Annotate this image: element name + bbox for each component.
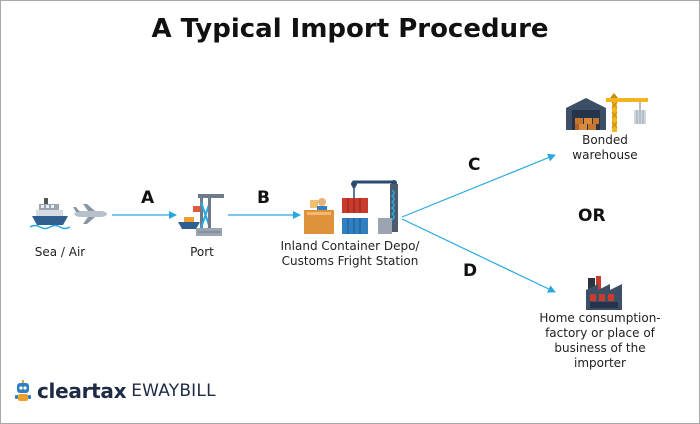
label-icd-line1: Inland Container Depo/ bbox=[280, 239, 420, 253]
factory-icon bbox=[586, 276, 622, 310]
label-bonded-warehouse: Bonded warehouse bbox=[560, 133, 650, 163]
robot-mascot-icon bbox=[15, 380, 31, 401]
brand-logo: cleartax EWAYBILL bbox=[14, 378, 216, 404]
warehouse-icon bbox=[566, 98, 606, 130]
label-sea-air: Sea / Air bbox=[34, 245, 86, 259]
step-letter-c: C bbox=[468, 155, 481, 175]
step-letter-a: A bbox=[141, 188, 155, 208]
label-home-consumption: Home consumption- factory or place of bu… bbox=[530, 311, 670, 371]
crane-icon bbox=[606, 93, 648, 132]
step-letter-d: D bbox=[463, 261, 478, 281]
label-bonded-line2: warehouse bbox=[572, 148, 638, 162]
container-depot-icon bbox=[304, 180, 398, 234]
label-port: Port bbox=[190, 245, 214, 259]
label-icd-line2: Customs Fright Station bbox=[281, 254, 419, 268]
arrow-d bbox=[401, 218, 556, 293]
arrow-c bbox=[401, 153, 556, 218]
label-home-line4: importer bbox=[574, 356, 626, 370]
brand-product: EWAYBILL bbox=[131, 381, 216, 401]
label-home-line2: factory or place of bbox=[545, 326, 655, 340]
step-letter-b: B bbox=[257, 188, 270, 208]
label-bonded-line1: Bonded bbox=[582, 133, 628, 147]
label-home-line1: Home consumption- bbox=[539, 311, 661, 325]
brand-name: cleartax bbox=[37, 379, 127, 403]
or-label: OR bbox=[578, 206, 606, 226]
ship-icon bbox=[29, 198, 71, 230]
label-icd: Inland Container Depo/ Customs Fright St… bbox=[266, 239, 434, 269]
diagram-title: A Typical Import Procedure bbox=[151, 14, 549, 44]
port-crane-icon bbox=[178, 194, 224, 236]
label-home-line3: business of the bbox=[554, 341, 646, 355]
airplane-icon bbox=[73, 204, 107, 224]
